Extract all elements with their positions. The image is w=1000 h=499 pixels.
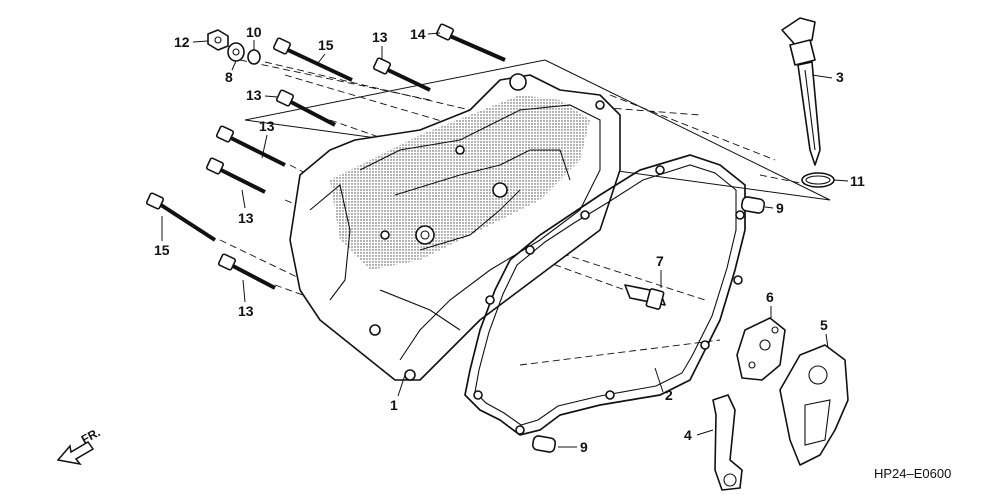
callout-13e: 13 <box>238 303 254 319</box>
callout-13a: 13 <box>372 29 388 45</box>
callout-13c: 13 <box>259 118 275 134</box>
callout-5: 5 <box>820 317 828 333</box>
nut-washer-set <box>207 29 261 65</box>
lever-arm <box>712 394 743 491</box>
callout-15b: 15 <box>154 242 170 258</box>
callout-3: 3 <box>836 69 844 85</box>
callout-1: 1 <box>390 397 398 413</box>
callout-9a: 9 <box>776 200 784 216</box>
callout-9b: 9 <box>580 439 588 455</box>
callout-13b: 13 <box>246 87 262 103</box>
front-arrow-icon <box>56 441 95 466</box>
callout-15a: 15 <box>318 37 334 53</box>
o-ring <box>801 172 835 188</box>
bolts <box>145 23 506 290</box>
front-direction-indicator: FR. <box>56 425 103 466</box>
callout-13d: 13 <box>238 210 254 226</box>
callout-labels: 1 2 3 4 5 6 7 8 9 9 10 11 12 13 13 13 13… <box>154 24 865 455</box>
dowel-pin-upper <box>740 196 766 214</box>
callout-12: 12 <box>174 34 190 50</box>
callout-2: 2 <box>665 387 673 403</box>
callout-8: 8 <box>225 69 233 85</box>
oil-dipstick <box>781 17 821 166</box>
callout-10: 10 <box>246 24 262 40</box>
bracket <box>736 317 786 381</box>
front-label: FR. <box>79 425 103 446</box>
callout-14: 14 <box>410 26 426 42</box>
callout-11: 11 <box>850 173 865 189</box>
shaft-pin <box>624 284 666 310</box>
callout-6: 6 <box>766 289 774 305</box>
gasket <box>464 154 746 436</box>
callout-7: 7 <box>656 253 664 269</box>
cam-plate <box>779 344 849 466</box>
dowel-pin-lower <box>531 435 557 453</box>
callout-4: 4 <box>684 427 692 443</box>
crankcase-cover <box>289 73 621 381</box>
diagram-code: HP24–E0600 <box>874 466 951 481</box>
